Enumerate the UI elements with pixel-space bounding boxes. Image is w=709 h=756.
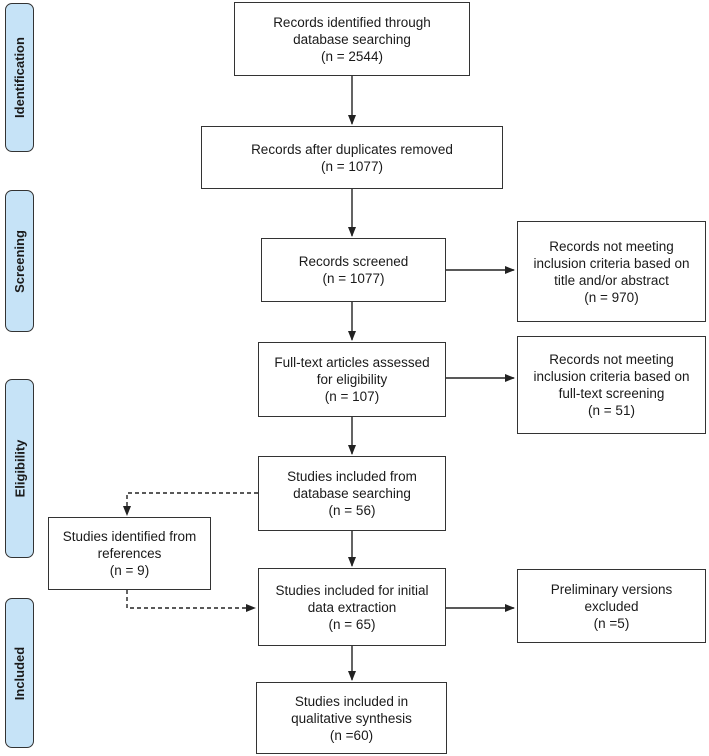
box-records-identified: Records identified through database sear… [234,2,470,76]
stage-included: Included [5,598,34,748]
box-references: Studies identified from references (n = … [48,517,211,590]
box-included-database: Studies included from database searching… [258,456,446,531]
dashed-arrow-references-to-extraction [126,590,256,612]
dashed-arrow-database-to-references [123,492,258,516]
box-excluded-fulltext: Records not meeting inclusion criteria b… [517,336,706,434]
box-after-duplicates: Records after duplicates removed (n = 10… [201,126,503,189]
box-qualitative-synthesis: Studies included in qualitative synthesi… [256,682,447,754]
box-records-screened: Records screened (n = 1077) [261,238,446,302]
box-excluded-abstract: Records not meeting inclusion criteria b… [517,221,706,322]
box-initial-extraction: Studies included for initial data extrac… [258,568,446,646]
box-fulltext-assessed: Full-text articles assessed for eligibil… [258,342,446,417]
box-preliminary-excluded: Preliminary versions excluded (n =5) [517,569,706,643]
stage-identification: Identification [5,3,34,152]
stage-screening: Screening [5,190,34,332]
stage-eligibility: Eligibility [5,379,34,558]
